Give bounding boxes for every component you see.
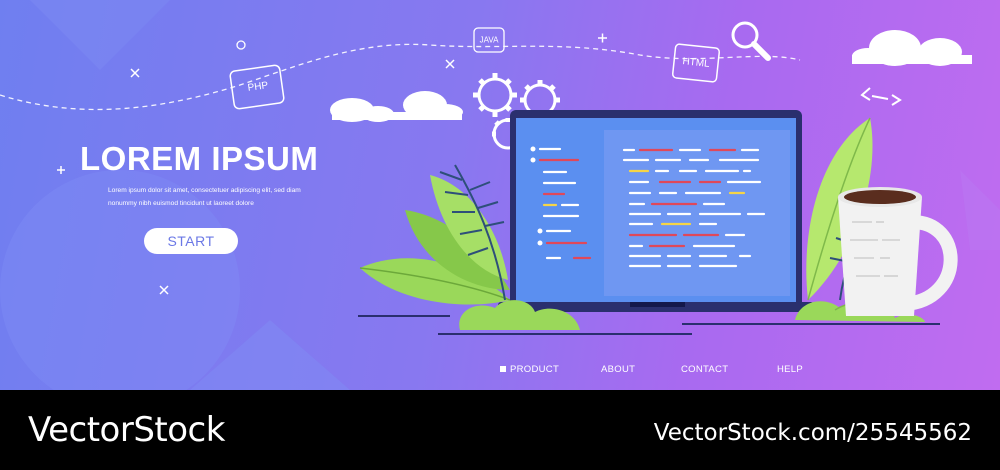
code-lines	[530, 146, 766, 268]
hero-section: PHP JAVA HTML LOREM IPSUM Lorem ipsum do…	[0, 0, 1000, 390]
hero-illustration	[0, 0, 1000, 390]
dashed-path	[0, 43, 801, 111]
hero-subtitle: Lorem ipsum dolor sit amet, consectetuer…	[108, 187, 301, 207]
html-tag: HTML	[672, 44, 719, 82]
nav-item-label: CONTACT	[681, 364, 729, 375]
java-tag-label: JAVA	[479, 35, 499, 45]
coffee-mug	[838, 187, 958, 316]
nav-item-product[interactable]: PRODUCT	[500, 364, 559, 375]
start-button[interactable]: START	[144, 228, 238, 254]
background-circle	[0, 170, 240, 390]
php-tag: PHP	[234, 69, 282, 105]
footer-brand: VectorStock	[28, 410, 225, 450]
background-triangle	[190, 320, 350, 390]
background-triangle	[30, 0, 170, 70]
ground-lines	[358, 315, 940, 335]
cross-icon	[445, 59, 455, 69]
java-tag-box	[473, 27, 505, 53]
circle-icon	[236, 40, 246, 50]
gear-icon	[473, 73, 517, 117]
laptop	[498, 110, 814, 312]
active-square-icon	[500, 366, 506, 373]
cloud-icon	[330, 91, 463, 122]
cross-icon	[130, 68, 140, 78]
code-brackets-icon	[860, 87, 902, 106]
footer-image-id: VectorStock.com/25545562	[653, 420, 972, 446]
cross-icon	[159, 285, 169, 295]
php-tag-box	[229, 64, 285, 110]
leaves-left	[359, 164, 511, 305]
gear-icon	[520, 80, 560, 117]
cloud-icon	[852, 30, 972, 66]
plus-icon	[598, 33, 607, 43]
html-tag-box	[671, 43, 721, 83]
background-triangle	[960, 170, 1000, 250]
nav-item-help[interactable]: HELP	[777, 364, 803, 375]
nav-item-label: HELP	[777, 364, 804, 375]
footer-bar	[0, 390, 1000, 470]
nav-item-contact[interactable]: CONTACT	[681, 364, 728, 375]
java-tag: JAVA	[474, 28, 504, 52]
plus-icon	[57, 166, 65, 174]
nav-item-about[interactable]: ABOUT	[601, 364, 635, 375]
nav-item-label: ABOUT	[601, 364, 636, 375]
nav-item-label: PRODUCT	[510, 364, 560, 375]
hero-title: LOREM IPSUM	[80, 140, 319, 177]
php-tag-label: PHP	[247, 80, 269, 94]
magnifier-icon	[731, 21, 771, 61]
html-tag-label: HTML	[681, 56, 711, 70]
